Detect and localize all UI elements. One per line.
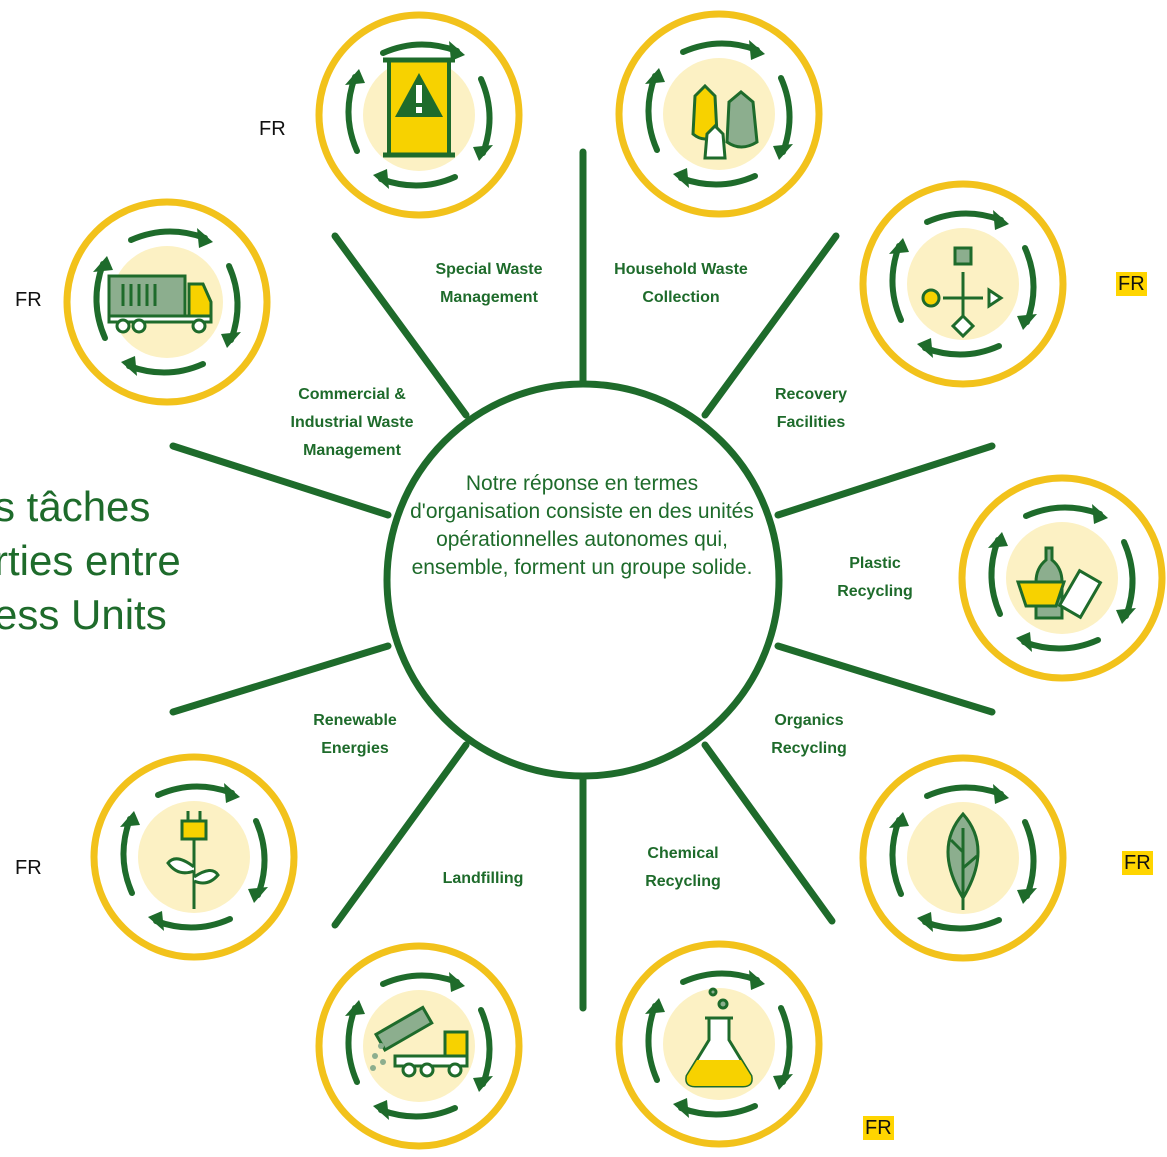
center-statement: Notre réponse en termes d'organisation c… (410, 472, 754, 579)
plug-plant-icon (166, 811, 220, 909)
unit-chemical (615, 940, 823, 1148)
section-heading: s tâches rties entre ess Units (0, 480, 181, 642)
special-waste-warning-icon (383, 57, 455, 158)
fr-marker-special-waste: FR (259, 118, 286, 140)
unit-landfilling (315, 942, 523, 1150)
unit-recovery (859, 180, 1067, 388)
chemical-flask-icon (685, 987, 753, 1088)
fr-marker-renewable: FR (15, 857, 42, 879)
unit-special-waste (315, 11, 523, 219)
recovery-shapes-icon (921, 246, 1004, 339)
plastic-bottles-icon (1015, 546, 1103, 620)
unit-plastic (958, 474, 1166, 682)
heading-line: rties entre (0, 537, 181, 584)
fr-marker-commercial-industrial: FR (15, 289, 42, 311)
unit-organics (859, 754, 1067, 962)
heading-line: ess Units (0, 591, 167, 638)
connector-lines (169, 148, 996, 1012)
unit-household-waste (615, 10, 823, 218)
dump-truck-icon (370, 1005, 469, 1078)
fr-marker-recovery: FR (1116, 272, 1147, 296)
fr-marker-organics: FR (1122, 851, 1153, 875)
fr-marker-chemical: FR (863, 1116, 894, 1140)
center-circle (383, 380, 783, 780)
unit-commercial-industrial (63, 198, 271, 406)
unit-renewable (90, 753, 298, 961)
label-landfilling: Landfilling (442, 870, 524, 887)
household-waste-bags-icon (691, 83, 759, 160)
heading-line: s tâches (0, 483, 151, 530)
container-truck-icon (107, 274, 213, 334)
leaf-icon (946, 811, 980, 910)
